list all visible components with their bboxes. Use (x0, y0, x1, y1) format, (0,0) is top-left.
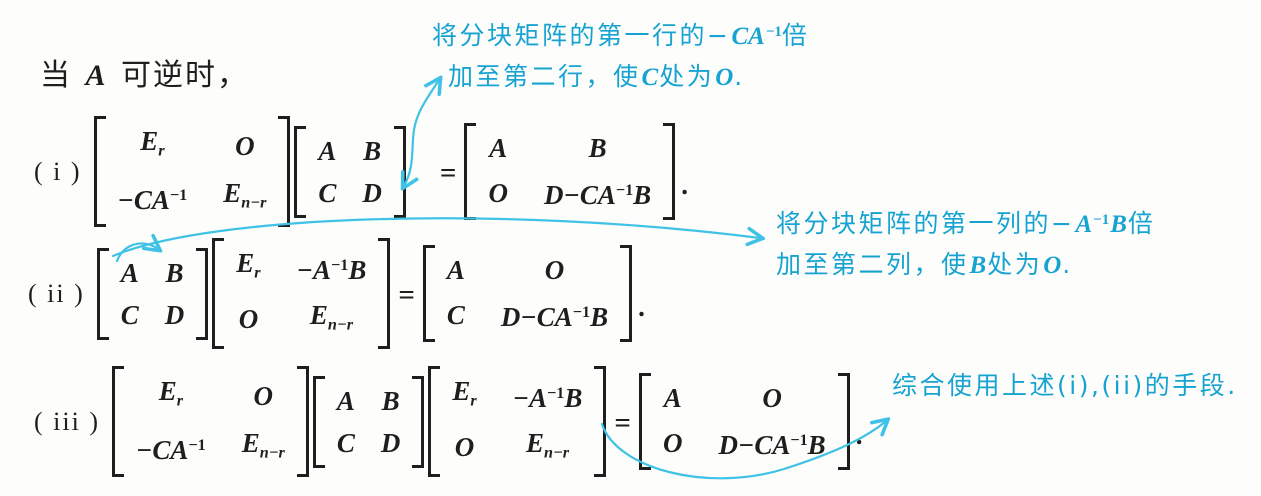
matrix-cell: B (165, 257, 184, 288)
equation-ii: ( ii ) A B C D Er −A−1B O En−r = (28, 238, 645, 350)
right-bracket (594, 366, 607, 478)
matrix-cell: A (446, 255, 465, 286)
matrix-result-i: A B O D−CA−1B (464, 123, 676, 221)
matrix-cell: A (336, 385, 355, 416)
intro-text: 当 A 可逆时， (40, 59, 250, 92)
matrix-elementary-col-op: Er −A−1B O En−r (212, 238, 391, 350)
period: . (855, 420, 863, 451)
matrix-cell: A (489, 133, 508, 164)
equals-sign: = (614, 407, 631, 440)
matrix-cell: Er (236, 248, 261, 282)
right-bracket (412, 375, 425, 468)
matrix-abcd: A B C D (96, 247, 209, 340)
matrix-cell: O (488, 177, 508, 208)
matrix-cell: D (362, 177, 382, 208)
annotation-line: 将分块矩阵的第一行的−CA−1倍 (432, 21, 810, 51)
equals-sign: = (439, 157, 457, 190)
matrix-cell: O (762, 383, 782, 414)
right-bracket (393, 125, 406, 218)
equation-ii-label: ( ii ) (28, 278, 85, 308)
annotation-line: 将分块矩阵的第一列的−A−1B倍 (776, 209, 1156, 239)
matrix-cell: B (588, 133, 607, 164)
matrix-cell: En−r (241, 427, 285, 462)
left-bracket (294, 125, 307, 218)
matrix-cell: En−r (309, 299, 354, 334)
annotation-line: 加至第二列，使B处为O. (776, 250, 1073, 280)
right-bracket (278, 116, 291, 228)
left-bracket (428, 366, 441, 478)
equation-iii-label: ( iii ) (34, 406, 100, 436)
annotation-line: 加至第二行，使C处为O. (448, 62, 745, 92)
matrix-cell: O (253, 380, 274, 411)
equation-i-label: ( i ) (34, 156, 82, 186)
matrix-cell: En−r (525, 427, 570, 462)
matrix-cell: −A−1B (296, 255, 367, 286)
matrix-cell: B (381, 385, 400, 416)
matrix-cell: D−CA−1B (543, 180, 652, 211)
matrix-cell: Er (158, 376, 184, 410)
matrix-cell: A (663, 383, 682, 414)
matrix-cell: C (446, 299, 465, 330)
matrix-elementary-row-op: Er O −CA−1 En−r (112, 366, 309, 478)
matrix-cell: B (363, 135, 382, 166)
right-bracket (296, 366, 309, 478)
equation-i: ( i ) Er O −CA−1 En−r A B C D = (34, 116, 688, 228)
left-bracket (464, 123, 477, 221)
left-bracket (96, 247, 109, 340)
annotation-row-operation: 将分块矩阵的第一行的−CA−1倍 加至第二行，使C处为O. (432, 12, 809, 98)
matrix-cell: C (336, 427, 355, 458)
equation-iii: ( iii ) Er O −CA−1 En−r A B C D E (34, 366, 863, 478)
matrix-cell: C (120, 299, 139, 330)
matrix-cell: O (235, 130, 255, 161)
period: . (681, 170, 688, 201)
matrix-cell: −CA−1 (117, 184, 188, 215)
matrix-cell: O (238, 304, 259, 335)
matrix-cell: D−CA−1B (718, 430, 826, 461)
matrix-cell: O (544, 255, 565, 286)
right-bracket (196, 247, 209, 340)
right-bracket (663, 123, 676, 221)
matrix-cell: A (318, 135, 337, 166)
matrix-cell: O (454, 432, 475, 463)
right-bracket (378, 238, 391, 350)
matrix-abcd: A B C D (312, 375, 425, 468)
matrix-cell: −A−1B (512, 383, 583, 414)
matrix-elementary-col-op: Er −A−1B O En−r (428, 366, 607, 478)
annotation-line: 综合使用上述(i),(ii)的手段. (892, 371, 1238, 400)
matrix-cell: D (164, 299, 185, 330)
matrix-cell: C (318, 177, 337, 208)
left-bracket (312, 375, 325, 468)
left-bracket (93, 116, 106, 228)
left-bracket (112, 366, 124, 478)
left-bracket (638, 373, 651, 471)
annotation-combined-method: 综合使用上述(i),(ii)的手段. (892, 366, 1238, 406)
left-bracket (422, 245, 435, 343)
matrix-cell: O (662, 427, 683, 458)
annotation-col-operation: 将分块矩阵的第一列的−A−1B倍 加至第二列，使B处为O. (776, 200, 1155, 286)
matrix-result-ii: A O C D−CA−1B (422, 245, 633, 343)
matrix-cell: En−r (223, 177, 267, 212)
matrix-cell: Er (452, 376, 477, 410)
period: . (638, 292, 645, 323)
right-bracket (837, 373, 850, 471)
matrix-cell: A (120, 257, 139, 288)
matrix-cell: Er (140, 126, 165, 160)
matrix-result-iii: A O O D−CA−1B (638, 373, 850, 471)
matrix-cell: −CA−1 (136, 434, 206, 465)
equals-sign: = (398, 279, 415, 312)
right-bracket (620, 245, 633, 343)
matrix-elementary-row-op: Er O −CA−1 En−r (93, 116, 291, 228)
left-bracket (212, 238, 225, 350)
matrix-cell: D (380, 427, 401, 458)
matrix-cell: D−CA−1B (500, 302, 609, 333)
matrix-abcd: A B C D (294, 125, 406, 218)
